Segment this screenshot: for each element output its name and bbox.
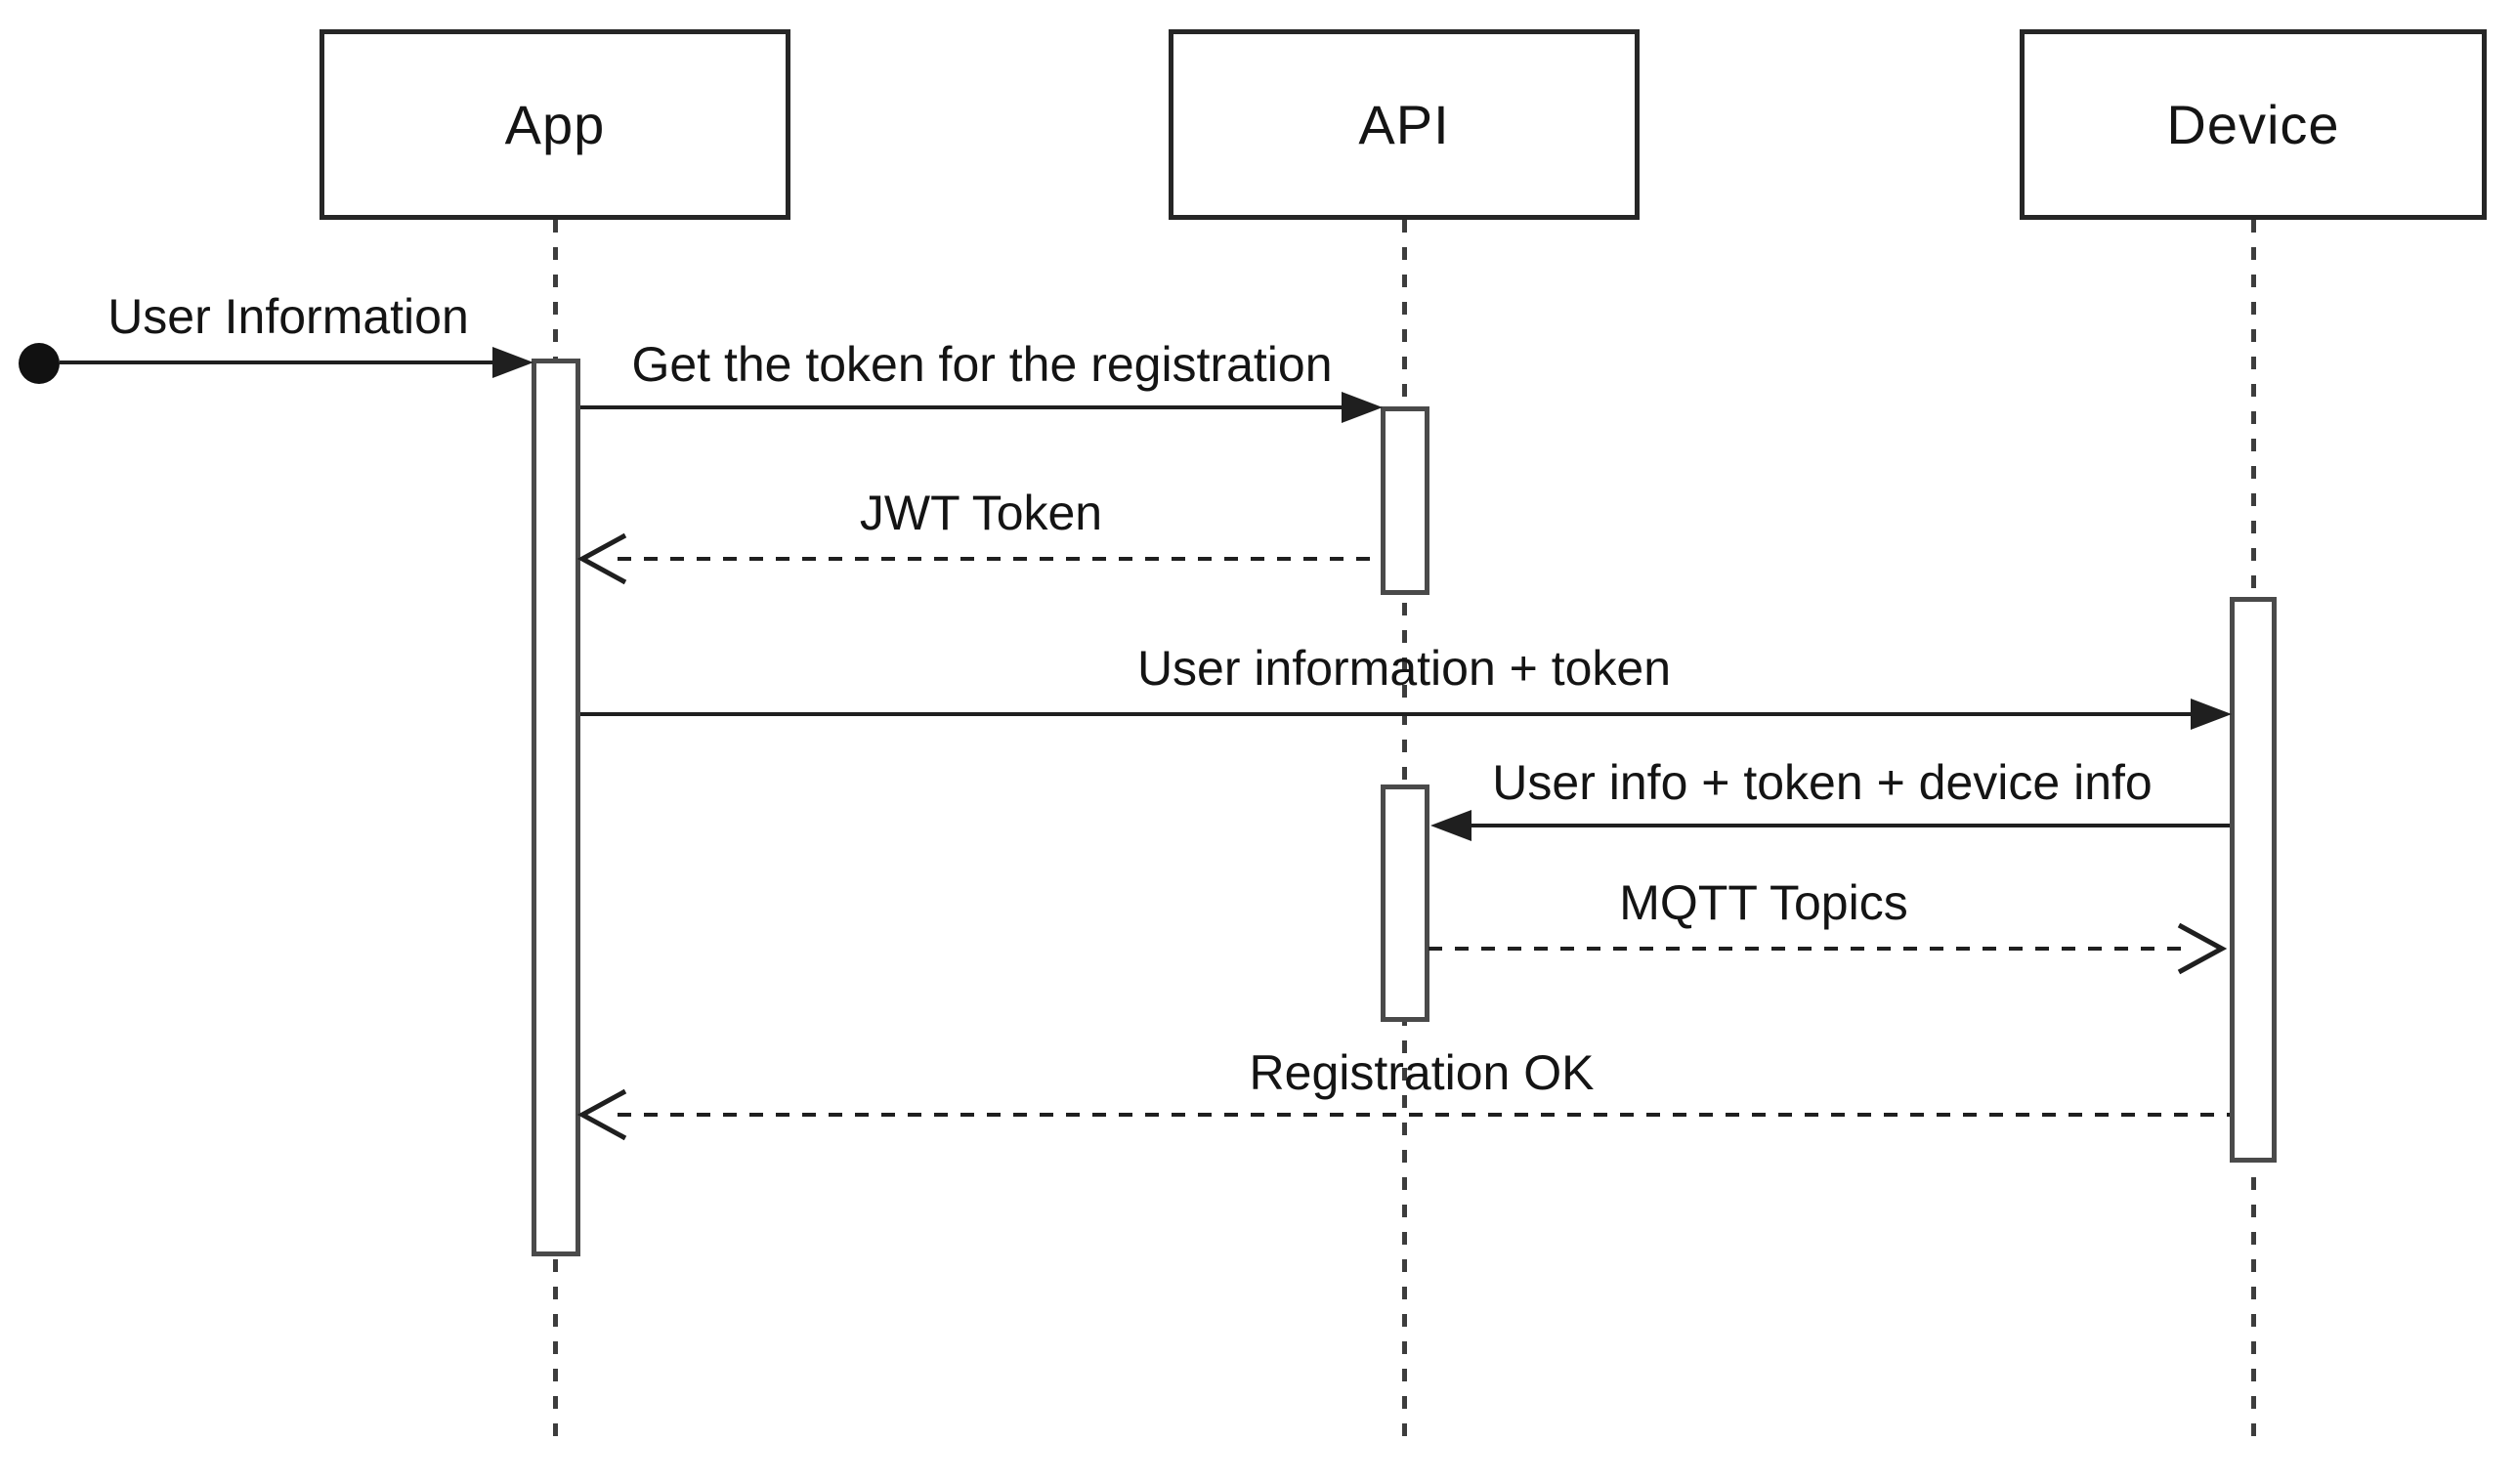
message-line [618,557,1381,561]
message-line [1470,824,2230,827]
activation-bar-device [2230,597,2277,1163]
participant-box-api: API [1169,29,1640,220]
participant-label-device: Device [2166,94,2340,155]
open-arrowhead-icon [576,1088,627,1141]
message-label: User info + token + device info [1492,755,2153,810]
open-arrowhead-icon [2177,922,2228,975]
message-label: JWT Token [859,486,1103,540]
message-line [1429,947,2187,951]
participant-box-app: App [320,29,790,220]
message-label: Get the token for the registration [631,337,1333,392]
message-line [580,712,2193,716]
message-label: User Information [107,289,469,344]
activation-bar-api-1 [1381,406,1429,595]
message-label: User information + token [1136,641,1672,696]
activation-bar-app [532,359,580,1256]
filled-arrowhead-icon [1342,392,1383,423]
filled-arrowhead-icon [492,347,533,378]
participant-box-device: Device [2020,29,2487,220]
message-label: Registration OK [1249,1045,1595,1100]
start-node-circle-icon [19,343,60,384]
activation-bar-api-2 [1381,784,1429,1022]
open-arrowhead-icon [576,532,627,585]
participant-label-app: App [504,94,606,155]
message-line [60,360,494,364]
message-line [580,405,1343,409]
filled-arrowhead-icon [1430,810,1471,841]
participant-label-api: API [1358,94,1450,155]
filled-arrowhead-icon [2191,699,2232,730]
message-line [618,1113,2230,1117]
message-label: MQTT Topics [1619,875,1908,930]
